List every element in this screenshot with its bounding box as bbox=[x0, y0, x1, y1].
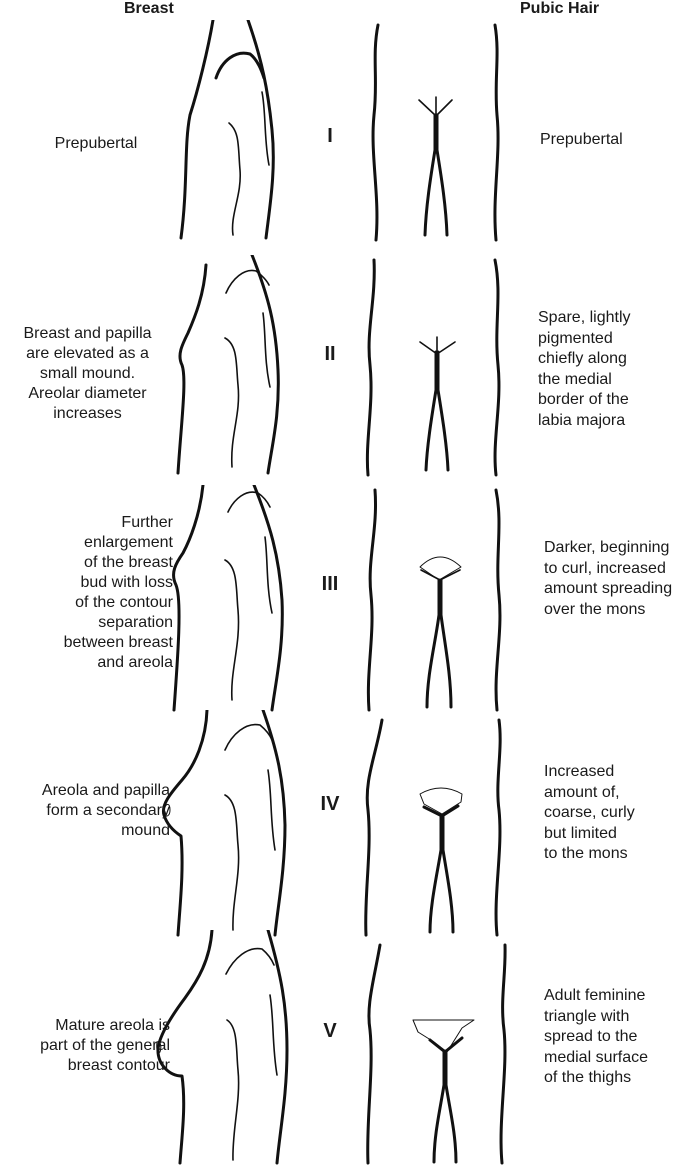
breast-description-5: Mature areola is part of the general bre… bbox=[40, 1017, 170, 1074]
breast-description-3: Further enlargement of the breast bud wi… bbox=[63, 514, 173, 671]
breast-figure-4 bbox=[161, 710, 287, 937]
stage-1-illustration bbox=[179, 20, 500, 242]
breast-description-4: Areola and papilla form a secondary moun… bbox=[41, 782, 170, 839]
pubic-hair-column-header: Pubic Hair bbox=[520, 0, 600, 17]
breast-figure-2 bbox=[176, 255, 280, 475]
stage-row-4: Areola and papilla form a secondary moun… bbox=[0, 710, 685, 945]
stage-row-1: Prepubertal I Prepubertal bbox=[0, 20, 685, 255]
pubic-figure-4 bbox=[364, 718, 502, 937]
areola-mound-4 bbox=[163, 803, 171, 817]
stage-numeral-3: III bbox=[321, 573, 339, 595]
nipple-5 bbox=[156, 1041, 162, 1053]
breast-column-header: Breast bbox=[124, 0, 174, 17]
hair-patch-3 bbox=[419, 556, 462, 581]
breast-description-1: Prepubertal bbox=[54, 135, 138, 152]
breast-figure-1 bbox=[179, 20, 275, 240]
stage-row-3: Further enlargement of the breast bud wi… bbox=[0, 485, 685, 720]
pubic-figure-2 bbox=[365, 258, 501, 477]
breast-figure-5 bbox=[156, 930, 289, 1165]
stage-numeral-2: II bbox=[324, 343, 336, 365]
stage-2-illustration bbox=[176, 255, 501, 477]
stage-3-illustration bbox=[172, 485, 502, 712]
breast-figure-3 bbox=[172, 485, 284, 712]
pubic-description-5: Adult feminine triangle with spread to t… bbox=[544, 987, 649, 1086]
hair-patch-4 bbox=[419, 787, 463, 815]
pubic-figure-5 bbox=[366, 943, 507, 1165]
pubic-description-2: Spare, lightly pigmented chiefly along t… bbox=[538, 309, 631, 429]
pubic-figure-3 bbox=[366, 488, 502, 712]
stage-numeral-1: I bbox=[327, 125, 333, 147]
pubic-description-4: Increased amount of, coarse, curly but l… bbox=[544, 763, 635, 862]
stage-5-illustration bbox=[156, 930, 507, 1165]
stage-row-2: Breast and papilla are elevated as a sma… bbox=[0, 255, 685, 490]
stage-row-5: Mature areola is part of the general bre… bbox=[0, 930, 685, 1165]
stage-numeral-5: V bbox=[323, 1020, 337, 1042]
pubic-description-3: Darker, beginning to curl, increased amo… bbox=[544, 539, 673, 618]
hair-triangle-5 bbox=[412, 1019, 475, 1053]
pubic-figure-1 bbox=[371, 23, 500, 242]
pubic-description-1: Prepubertal bbox=[540, 131, 623, 148]
stage-4-illustration bbox=[161, 710, 502, 937]
stage-numeral-4: IV bbox=[320, 793, 340, 815]
breast-description-2: Breast and papilla are elevated as a sma… bbox=[23, 325, 152, 422]
